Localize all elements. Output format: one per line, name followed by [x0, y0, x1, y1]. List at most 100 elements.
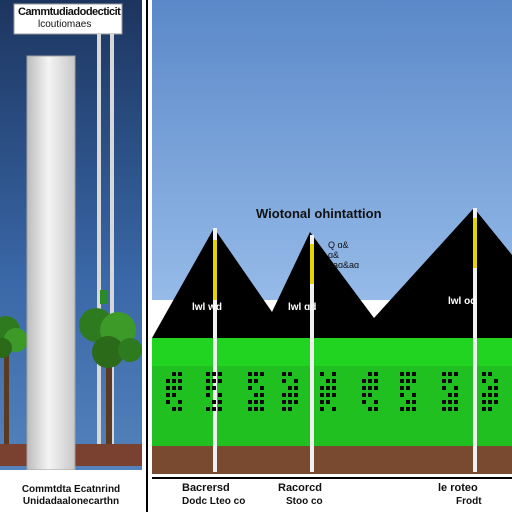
- pole-1: [213, 228, 217, 472]
- grille-mark: [442, 372, 446, 376]
- right-tree: [79, 308, 142, 450]
- grille-mark: [406, 372, 410, 376]
- grille-mark: [400, 379, 404, 383]
- grille-mark: [288, 407, 292, 411]
- grille-mark: [172, 379, 176, 383]
- grille-mark: [482, 379, 486, 383]
- grille-mark: [482, 407, 486, 411]
- grille-mark: [254, 379, 258, 383]
- grille-mark: [332, 379, 336, 383]
- grille-mark: [400, 407, 404, 411]
- grille-mark: [248, 386, 252, 390]
- grille-mark: [488, 386, 492, 390]
- grille-mark: [374, 379, 378, 383]
- grille-mark: [494, 393, 498, 397]
- footer-sub-2: Stoo co: [286, 496, 323, 507]
- grille-mark: [320, 400, 324, 404]
- grille-mark: [178, 407, 182, 411]
- grille-mark: [374, 407, 378, 411]
- grille-mark: [442, 386, 446, 390]
- grille-mark: [282, 372, 286, 376]
- footer-sub-1: Dodc Lteo co: [182, 496, 246, 507]
- grille-mark: [254, 372, 258, 376]
- grille-mark: [282, 379, 286, 383]
- right-soil: [152, 446, 512, 474]
- grille-mark: [218, 393, 222, 397]
- grille-mark: [288, 393, 292, 397]
- grille-mark: [248, 407, 252, 411]
- grille-mark: [448, 407, 452, 411]
- footer-sub-3: Frodt: [456, 496, 482, 507]
- right-scene: [152, 0, 512, 512]
- grille-mark: [448, 379, 452, 383]
- grille-mark: [288, 386, 292, 390]
- grille-mark: [172, 393, 176, 397]
- grille-mark: [212, 400, 216, 404]
- grille-mark: [326, 386, 330, 390]
- grille-mark: [406, 379, 410, 383]
- left-panel: Cammtudiadodecticit lcoutiomaes Commtdta…: [0, 0, 142, 512]
- grille-mark: [254, 407, 258, 411]
- grille-mark: [362, 400, 366, 404]
- grille-mark: [218, 379, 222, 383]
- grille-mark: [332, 386, 336, 390]
- grille-mark: [488, 407, 492, 411]
- grille-mark: [400, 393, 404, 397]
- left-header-line1: Cammtudiadodecticit: [18, 6, 121, 18]
- diagram-title: Wiotonal ohintattion: [256, 206, 382, 221]
- left-header-box: [13, 3, 123, 35]
- grille-mark: [332, 372, 336, 376]
- grille-mark: [406, 386, 410, 390]
- grille-mark: [206, 407, 210, 411]
- footer-label-3: le roteo: [438, 482, 478, 494]
- grille-mark: [282, 400, 286, 404]
- grille-mark: [166, 400, 170, 404]
- grille-mark: [488, 393, 492, 397]
- right-caption-area: [152, 474, 512, 512]
- pole-3: [473, 208, 477, 472]
- diagram-annotation: Q ɑ& ɑ& haɑ&aɑ: [328, 240, 360, 270]
- grille-mark: [412, 407, 416, 411]
- left-caption: Commtdta Ecatnrind Unidadaalonecarthn: [21, 484, 121, 507]
- right-panel: Wiotonal ohintattion Q ɑ& ɑ& haɑ&aɑ lwl …: [152, 0, 512, 512]
- grille-mark: [412, 379, 416, 383]
- footer-label-1: Bacrersd: [182, 482, 230, 494]
- grille-mark: [260, 400, 264, 404]
- grass-top: [152, 338, 512, 366]
- grille-mark: [494, 400, 498, 404]
- roof-label-3: lwl od: [448, 296, 477, 307]
- grille-mark: [320, 372, 324, 376]
- grille-mark: [206, 386, 210, 390]
- grille-mark: [368, 407, 372, 411]
- grille-mark: [248, 400, 252, 404]
- grille-mark: [260, 386, 264, 390]
- grille-mark: [488, 400, 492, 404]
- pole-marker: [100, 290, 108, 304]
- grille-mark: [248, 379, 252, 383]
- left-pole-1: [97, 34, 101, 454]
- grille-mark: [166, 386, 170, 390]
- grille-mark: [454, 386, 458, 390]
- grille-mark: [332, 407, 336, 411]
- grille-mark: [368, 386, 372, 390]
- grille-mark: [406, 407, 410, 411]
- grille-mark: [368, 372, 372, 376]
- grille-mark: [454, 400, 458, 404]
- roof-label-1: lwl wd: [192, 302, 222, 313]
- grille-mark: [448, 400, 452, 404]
- grass-grille: [166, 372, 498, 411]
- grille-mark: [326, 379, 330, 383]
- grille-mark: [406, 400, 410, 404]
- grille-mark: [282, 393, 286, 397]
- grille-mark: [374, 386, 378, 390]
- grille-mark: [172, 372, 176, 376]
- grille-mark: [368, 379, 372, 383]
- grille-mark: [442, 400, 446, 404]
- grille-mark: [166, 379, 170, 383]
- grille-mark: [362, 379, 366, 383]
- grille-mark: [320, 386, 324, 390]
- grille-mark: [212, 379, 216, 383]
- grille-mark: [212, 407, 216, 411]
- grille-mark: [294, 386, 298, 390]
- roof-silhouette: [152, 208, 512, 338]
